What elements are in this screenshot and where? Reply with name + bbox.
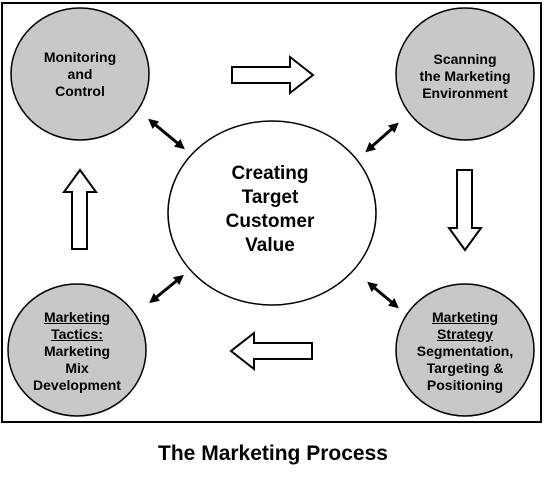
- node-monitoring-line-1: Monitoring: [43, 49, 117, 65]
- node-monitoring-line-3: Control: [55, 83, 105, 99]
- node-monitoring-line-2: and: [67, 66, 93, 82]
- node-monitoring-circle: [10, 7, 150, 141]
- center-circle: [167, 120, 377, 306]
- node-strategy-line-2: Targeting &: [426, 360, 504, 376]
- diagram-canvas: [7, 7, 535, 417]
- center-line-3: Customer: [225, 211, 315, 232]
- connector-scanning-center: [365, 122, 399, 153]
- node-tactics-line-1: Marketing: [43, 343, 111, 359]
- diagram-frame: [1, 2, 542, 423]
- node-strategy-heading: Marketing: [431, 309, 499, 325]
- block-arrow-up: [62, 168, 98, 250]
- node-tactics-label: Marketing Tactics: Marketing Mix Develop…: [17, 309, 137, 394]
- node-tactics-heading: Marketing: [43, 309, 111, 325]
- center-line-1: Creating: [231, 163, 309, 184]
- connector-tactics-center: [149, 274, 184, 304]
- block-arrow-down: [447, 169, 483, 252]
- node-strategy-heading-2: Strategy: [436, 326, 494, 342]
- node-strategy-circle: [395, 283, 535, 417]
- center-label: Creating Target Customer Value: [170, 162, 370, 258]
- block-arrow-left: [229, 330, 313, 372]
- center-line-4: Value: [245, 235, 295, 256]
- node-monitoring-label: Monitoring and Control: [20, 49, 140, 100]
- node-tactics-line-2: Mix: [65, 360, 89, 376]
- node-scanning-line-2: the Marketing: [419, 68, 511, 84]
- node-strategy-label: Marketing Strategy Segmentation, Targeti…: [400, 309, 530, 394]
- node-scanning-line-3: Environment: [422, 85, 508, 101]
- node-tactics-line-3: Development: [33, 377, 121, 393]
- center-line-2: Target: [241, 187, 299, 208]
- node-tactics-heading-2: Tactics:: [51, 326, 103, 342]
- diagram-caption: The Marketing Process: [158, 442, 388, 465]
- connector-strategy-center: [367, 281, 399, 309]
- node-tactics-circle: [7, 283, 147, 417]
- node-scanning-circle: [395, 7, 535, 141]
- block-arrow-right: [231, 54, 315, 96]
- node-scanning-line-1: Scanning: [433, 51, 497, 67]
- node-strategy-line-3: Positioning: [426, 377, 504, 393]
- node-scanning-label: Scanning the Marketing Environment: [400, 51, 530, 102]
- node-strategy-line-1: Segmentation,: [416, 343, 514, 359]
- connector-monitoring-center: [148, 118, 185, 150]
